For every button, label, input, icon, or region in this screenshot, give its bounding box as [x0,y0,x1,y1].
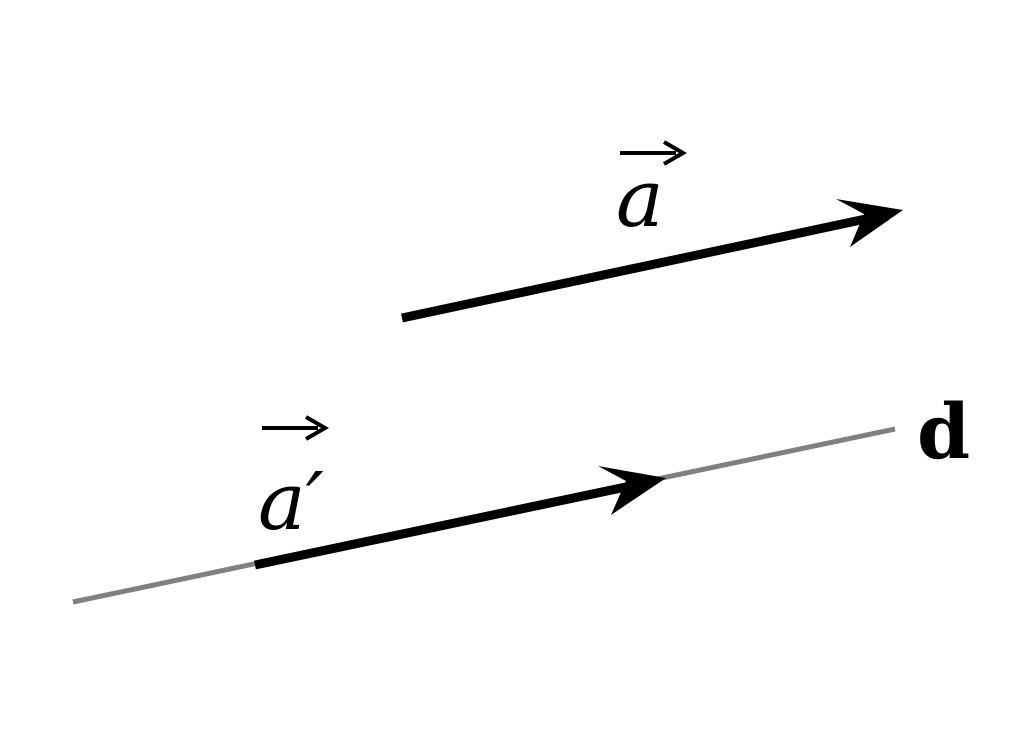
label-vector-a: a [616,140,687,245]
label-a-prime-text: a′ [258,455,324,548]
vector-a-prime-shaft [254,479,641,570]
label-a-over-arrow-head [662,140,687,166]
vector-a-arrowhead [836,199,903,247]
vector-a-prime-arrowhead [598,466,666,515]
label-vector-a-prime: a′ [258,415,329,548]
label-a-text: a [616,152,664,245]
vector-a-shaft [401,212,876,323]
label-a-prime-over-arrow-head [304,415,329,441]
label-line-d: d [917,387,970,476]
